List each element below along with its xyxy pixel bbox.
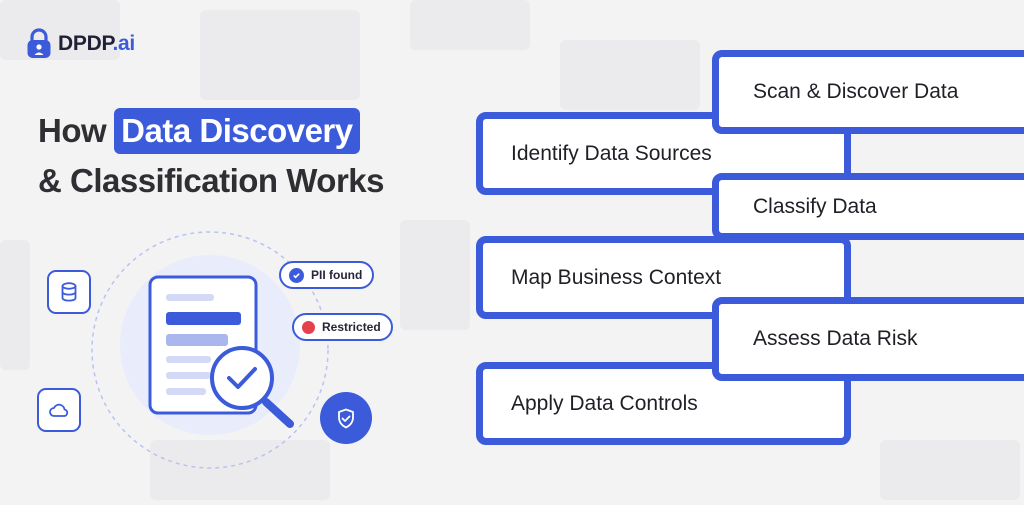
step-label: Scan & Discover Data (753, 80, 959, 103)
check-icon (289, 267, 304, 283)
illustration: PII found Restricted (0, 0, 460, 505)
step-apply-data-controls: Apply Data Controls (476, 362, 851, 445)
restricted-dot-icon (302, 320, 315, 334)
step-scan-discover-data: Scan & Discover Data (712, 50, 1024, 134)
pii-found-label: PII found (311, 268, 363, 282)
title-line-2: & Classification Works (38, 162, 385, 199)
step-classify-data: Classify Data (712, 173, 1024, 240)
dashed-orbit (91, 231, 329, 469)
shield-check-icon (320, 392, 372, 444)
database-icon (47, 270, 91, 314)
step-map-business-context: Map Business Context (476, 236, 851, 319)
step-label: Assess Data Risk (753, 327, 918, 350)
pii-found-chip: PII found (279, 261, 375, 289)
brand-logo[interactable]: DPDP.ai (26, 28, 135, 60)
step-assess-data-risk: Assess Data Risk (712, 297, 1024, 381)
title-highlight: Data Discovery (114, 108, 360, 154)
title-prefix: How (38, 112, 107, 149)
lock-icon (27, 28, 51, 58)
restricted-chip: Restricted (292, 313, 393, 341)
brand-name: DPDP.ai (58, 32, 135, 55)
step-label: Map Business Context (511, 265, 722, 289)
restricted-label: Restricted (322, 320, 381, 334)
magnifier-check-icon (210, 346, 294, 428)
step-label: Classify Data (753, 194, 877, 218)
step-label: Apply Data Controls (511, 391, 698, 415)
cloud-icon (37, 388, 81, 432)
step-label: Identify Data Sources (511, 141, 712, 165)
page-title: How Data Discovery & Classification Work… (38, 106, 385, 206)
illustration-graphic (91, 231, 329, 469)
